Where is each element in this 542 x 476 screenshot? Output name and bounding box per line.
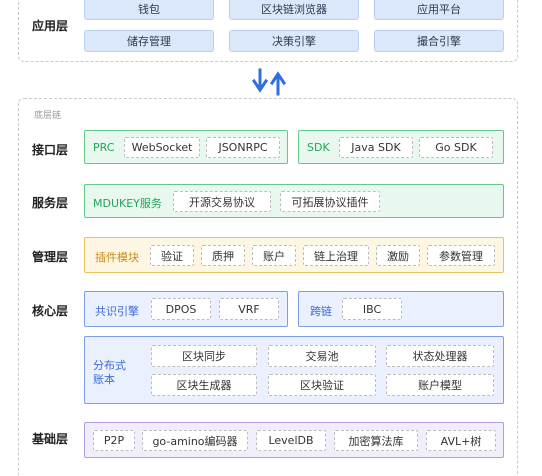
consensus-item-dpos[interactable]: DPOS xyxy=(151,298,211,320)
ledger-item-account-model[interactable]: 账户模型 xyxy=(386,374,494,396)
app-item-wallet[interactable]: 钱包 xyxy=(84,0,214,20)
mgmt-item-governance[interactable]: 链上治理 xyxy=(303,245,369,266)
base-item-crypto-lib[interactable]: 加密算法库 xyxy=(334,430,418,451)
base-layer-label: 基础层 xyxy=(32,432,69,446)
bottom-chain-caption: 底层链 xyxy=(34,111,62,121)
mgmt-item-incentive[interactable]: 激励 xyxy=(376,245,420,266)
ledger-item-state-processor[interactable]: 状态处理器 xyxy=(386,345,494,367)
prc-title: PRC xyxy=(93,141,115,154)
base-item-avl-tree[interactable]: AVL+树 xyxy=(426,430,496,451)
ledger-item-block-generator[interactable]: 区块生成器 xyxy=(151,374,257,396)
ledger-title-line2: 账本 xyxy=(93,373,115,386)
app-layer-label: 应用层 xyxy=(32,19,69,33)
consensus-title: 共识引擎 xyxy=(95,305,139,318)
app-item-matching-engine[interactable]: 撮合引擎 xyxy=(374,30,504,52)
app-item-decision-engine[interactable]: 决策引擎 xyxy=(229,30,359,52)
service-item-extensible-plugin[interactable]: 可拓展协议插件 xyxy=(280,191,380,212)
ledger-item-block-sync[interactable]: 区块同步 xyxy=(151,345,257,367)
ledger-item-block-verify[interactable]: 区块验证 xyxy=(268,374,376,396)
sdk-title: SDK xyxy=(307,141,330,154)
crosschain-title: 跨链 xyxy=(310,305,332,318)
app-item-explorer[interactable]: 区块链浏览器 xyxy=(229,0,359,20)
prc-item-websocket[interactable]: WebSocket xyxy=(124,137,200,158)
mgmt-item-verify[interactable]: 验证 xyxy=(150,245,194,266)
crosschain-item-ibc[interactable]: IBC xyxy=(342,298,402,320)
ledger-item-tx-pool[interactable]: 交易池 xyxy=(268,345,376,367)
base-item-leveldb[interactable]: LevelDB xyxy=(256,430,326,451)
consensus-item-vrf[interactable]: VRF xyxy=(219,298,279,320)
management-layer-label: 管理层 xyxy=(32,250,69,264)
service-title: MDUKEY服务 xyxy=(93,197,162,210)
up-down-arrows-icon xyxy=(251,68,287,96)
interface-layer-label: 接口层 xyxy=(32,143,69,157)
app-item-platform[interactable]: 应用平台 xyxy=(374,0,504,20)
prc-item-jsonrpc[interactable]: JSONRPC xyxy=(206,137,280,158)
ledger-title-line1: 分布式 xyxy=(93,359,126,372)
service-layer-label: 服务层 xyxy=(32,196,69,210)
app-item-storage[interactable]: 储存管理 xyxy=(84,30,214,52)
app-layer-box xyxy=(18,0,518,62)
sdk-item-go[interactable]: Go SDK xyxy=(419,137,493,158)
service-item-open-protocol[interactable]: 开源交易协议 xyxy=(173,191,271,212)
sdk-item-java[interactable]: Java SDK xyxy=(339,137,413,158)
core-layer-label: 核心层 xyxy=(32,304,69,318)
mgmt-item-account[interactable]: 账户 xyxy=(252,245,296,266)
base-item-p2p[interactable]: P2P xyxy=(93,430,135,451)
mgmt-item-staking[interactable]: 质押 xyxy=(201,245,245,266)
base-item-go-amino[interactable]: go-amino编码器 xyxy=(142,430,248,451)
mgmt-item-params[interactable]: 参数管理 xyxy=(427,245,495,266)
management-title: 插件模块 xyxy=(95,251,139,264)
bottom-chain-box xyxy=(18,98,518,476)
